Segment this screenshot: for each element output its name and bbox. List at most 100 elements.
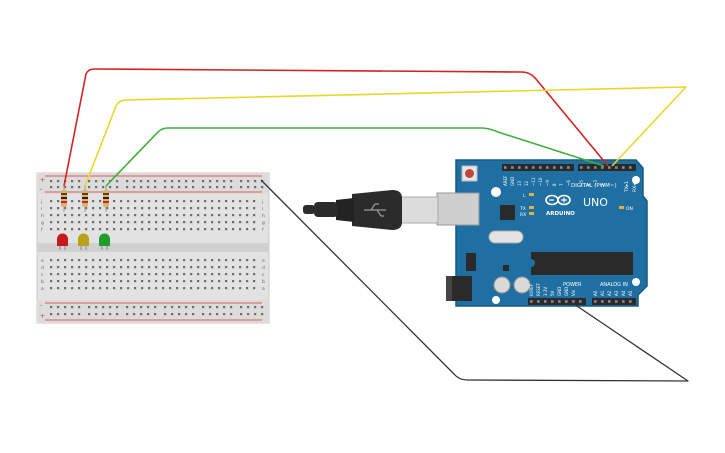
breadboard-hole[interactable] — [141, 228, 144, 231]
breadboard-hole[interactable] — [71, 180, 74, 183]
breadboard-hole[interactable] — [140, 180, 143, 183]
breadboard-hole[interactable] — [71, 200, 74, 203]
breadboard-hole[interactable] — [92, 228, 95, 231]
header-pin[interactable] — [594, 166, 597, 169]
breadboard-hole[interactable] — [99, 200, 102, 203]
breadboard-hole[interactable] — [197, 214, 200, 217]
breadboard-hole[interactable] — [95, 180, 98, 183]
breadboard-hole[interactable] — [155, 273, 158, 276]
breadboard-hole[interactable] — [92, 214, 95, 217]
header-pin[interactable] — [622, 300, 625, 303]
breadboard-hole[interactable] — [223, 186, 226, 189]
breadboard-hole[interactable] — [134, 280, 137, 283]
breadboard-hole[interactable] — [176, 259, 179, 262]
breadboard-hole[interactable] — [106, 280, 109, 283]
breadboard-hole[interactable] — [71, 287, 74, 290]
breadboard-hole[interactable] — [109, 306, 112, 309]
breadboard-hole[interactable] — [162, 207, 165, 210]
header-pin[interactable] — [546, 166, 549, 169]
breadboard-hole[interactable] — [164, 180, 167, 183]
breadboard-hole[interactable] — [197, 221, 200, 224]
breadboard-hole[interactable] — [148, 214, 151, 217]
breadboard-hole[interactable] — [57, 280, 60, 283]
breadboard-hole[interactable] — [239, 221, 242, 224]
breadboard-hole[interactable] — [155, 214, 158, 217]
breadboard-hole[interactable] — [218, 287, 221, 290]
breadboard-hole[interactable] — [164, 306, 167, 309]
breadboard-hole[interactable] — [225, 221, 228, 224]
breadboard-hole[interactable] — [113, 214, 116, 217]
breadboard-hole[interactable] — [57, 273, 60, 276]
breadboard-hole[interactable] — [239, 214, 242, 217]
breadboard-hole[interactable] — [141, 221, 144, 224]
header-pin[interactable] — [601, 300, 604, 303]
breadboard-hole[interactable] — [190, 228, 193, 231]
breadboard-hole[interactable] — [134, 259, 137, 262]
breadboard-hole[interactable] — [204, 228, 207, 231]
header-pin[interactable] — [530, 300, 533, 303]
breadboard-hole[interactable] — [253, 221, 256, 224]
breadboard-hole[interactable] — [171, 313, 174, 316]
breadboard-hole[interactable] — [141, 207, 144, 210]
breadboard-hole[interactable] — [133, 180, 136, 183]
breadboard-hole[interactable] — [92, 287, 95, 290]
breadboard-hole[interactable] — [197, 200, 200, 203]
breadboard-hole[interactable] — [57, 186, 60, 189]
header-pin[interactable] — [553, 166, 556, 169]
breadboard-hole[interactable] — [141, 266, 144, 269]
breadboard-hole[interactable] — [134, 287, 137, 290]
breadboard-hole[interactable] — [211, 207, 214, 210]
breadboard-hole[interactable] — [225, 214, 228, 217]
breadboard-hole[interactable] — [239, 273, 242, 276]
breadboard-hole[interactable] — [176, 266, 179, 269]
breadboard-hole[interactable] — [164, 313, 167, 316]
header-pin[interactable] — [572, 300, 575, 303]
breadboard-hole[interactable] — [169, 214, 172, 217]
breadboard-hole[interactable] — [92, 266, 95, 269]
breadboard-hole[interactable] — [247, 186, 250, 189]
breadboard-hole[interactable] — [232, 214, 235, 217]
breadboard-hole[interactable] — [232, 287, 235, 290]
breadboard-hole[interactable] — [120, 221, 123, 224]
breadboard-hole[interactable] — [148, 207, 151, 210]
breadboard-hole[interactable] — [192, 180, 195, 183]
breadboard-hole[interactable] — [190, 221, 193, 224]
breadboard-hole[interactable] — [261, 313, 264, 316]
breadboard-hole[interactable] — [147, 306, 150, 309]
breadboard-hole[interactable] — [134, 221, 137, 224]
breadboard-hole[interactable] — [148, 266, 151, 269]
breadboard-hole[interactable] — [211, 266, 214, 269]
breadboard-hole[interactable] — [239, 200, 242, 203]
breadboard-hole[interactable] — [253, 207, 256, 210]
breadboard-hole[interactable] — [211, 221, 214, 224]
breadboard-hole[interactable] — [120, 273, 123, 276]
breadboard-hole[interactable] — [148, 221, 151, 224]
breadboard-hole[interactable] — [57, 214, 60, 217]
breadboard-hole[interactable] — [192, 306, 195, 309]
breadboard-hole[interactable] — [185, 306, 188, 309]
breadboard-hole[interactable] — [99, 259, 102, 262]
breadboard-hole[interactable] — [232, 207, 235, 210]
breadboard-hole[interactable] — [239, 207, 242, 210]
breadboard-hole[interactable] — [176, 228, 179, 231]
breadboard-hole[interactable] — [155, 287, 158, 290]
header-pin[interactable] — [525, 166, 528, 169]
breadboard-hole[interactable] — [218, 207, 221, 210]
breadboard-hole[interactable] — [57, 259, 60, 262]
breadboard-hole[interactable] — [102, 313, 105, 316]
breadboard-hole[interactable] — [92, 273, 95, 276]
breadboard-hole[interactable] — [211, 228, 214, 231]
breadboard-hole[interactable] — [120, 200, 123, 203]
power-header[interactable] — [528, 298, 586, 305]
breadboard-hole[interactable] — [85, 214, 88, 217]
breadboard-hole[interactable] — [190, 214, 193, 217]
header-pin[interactable] — [608, 300, 611, 303]
breadboard-hole[interactable] — [99, 287, 102, 290]
breadboard-hole[interactable] — [254, 186, 257, 189]
breadboard-hole[interactable] — [57, 207, 60, 210]
breadboard-hole[interactable] — [113, 287, 116, 290]
breadboard-hole[interactable] — [134, 228, 137, 231]
led-yellow[interactable] — [78, 233, 89, 250]
breadboard-hole[interactable] — [78, 186, 81, 189]
breadboard-hole[interactable] — [154, 180, 157, 183]
